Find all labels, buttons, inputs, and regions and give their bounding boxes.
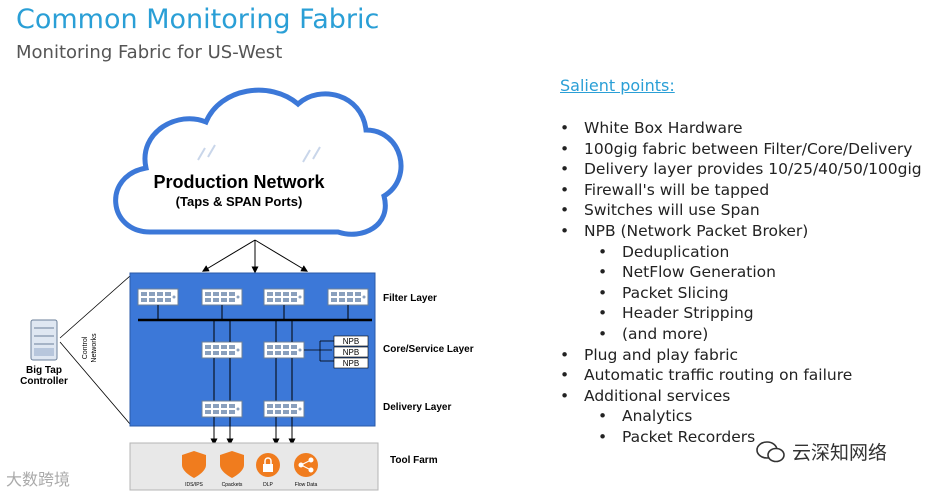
salient-points-heading: Salient points: bbox=[560, 76, 675, 95]
salient-point: Switches will use Span bbox=[560, 200, 922, 221]
share-icon bbox=[298, 457, 314, 473]
page-subtitle: Monitoring Fabric for US-West bbox=[16, 42, 283, 63]
salient-point: 100gig fabric between Filter/Core/Delive… bbox=[560, 139, 922, 160]
salient-subpoint: Analytics bbox=[560, 406, 922, 427]
salient-subpoint: NetFlow Generation bbox=[560, 262, 922, 283]
watermark-right: 云深知网络 bbox=[756, 438, 887, 465]
salient-point: White Box Hardware bbox=[560, 118, 922, 139]
salient-point: Additional services bbox=[560, 386, 922, 407]
controller-label-1: Big Tap bbox=[26, 365, 62, 376]
salient-point: Delivery layer provides 10/25/40/50/100g… bbox=[560, 159, 922, 180]
salient-point: NPB (Network Packet Broker) bbox=[560, 221, 922, 242]
filter-switch bbox=[327, 288, 369, 306]
core-switch bbox=[201, 341, 243, 359]
tool-label: Flow Data bbox=[295, 482, 318, 488]
controller-label-2: Controller bbox=[20, 376, 68, 387]
watermark-right-text: 云深知网络 bbox=[792, 442, 888, 464]
delivery-layer-label: Delivery Layer bbox=[383, 402, 451, 413]
filter-switch bbox=[263, 288, 305, 306]
tool-dlp: DLP bbox=[256, 453, 280, 488]
delivery-switch bbox=[263, 400, 305, 418]
npb-label: NPB bbox=[343, 348, 359, 357]
salient-point: Firewall's will be tapped bbox=[560, 180, 922, 201]
big-tap-controller: Big Tap Controller Control Networks bbox=[20, 275, 131, 425]
tool-farm-label: Tool Farm bbox=[390, 455, 438, 466]
tool-label: Cpackets bbox=[222, 482, 243, 488]
production-network-cloud: Production Network (Taps & SPAN Ports) bbox=[113, 87, 404, 237]
shield-icon bbox=[182, 451, 206, 478]
filter-switch bbox=[137, 288, 179, 306]
tool-farm-block bbox=[129, 442, 379, 491]
salient-subpoint: Deduplication bbox=[560, 242, 922, 263]
wechat-icon bbox=[756, 440, 785, 462]
npb-stack: NPB NPB NPB bbox=[304, 335, 369, 369]
delivery-switch bbox=[201, 400, 243, 418]
salient-subpoint: Header Stripping bbox=[560, 303, 922, 324]
salient-subpoint: (and more) bbox=[560, 324, 922, 345]
server-icon bbox=[30, 319, 58, 361]
delivery-arrows bbox=[210, 417, 296, 446]
core-layer-label: Core/Service Layer bbox=[383, 344, 474, 355]
tool-flow-data: Flow Data bbox=[294, 453, 318, 488]
cloud-subtitle: (Taps & SPAN Ports) bbox=[176, 194, 303, 209]
tool-idsips: IDS/IPS bbox=[182, 451, 206, 488]
npb-label: NPB bbox=[343, 337, 359, 346]
salient-point: Plug and play fabric bbox=[560, 345, 922, 366]
watermark-left: 大数跨境 bbox=[6, 470, 71, 489]
tool-label: DLP bbox=[263, 482, 273, 488]
lock-icon bbox=[263, 457, 273, 472]
cloud-to-fabric-arrows bbox=[201, 239, 309, 274]
tool-label: IDS/IPS bbox=[185, 482, 203, 488]
control-networks-label-1: Control bbox=[82, 336, 89, 359]
salient-subpoint: Packet Slicing bbox=[560, 283, 922, 304]
tool-cpackets: Cpackets bbox=[220, 451, 244, 488]
salient-points-list: White Box Hardware100gig fabric between … bbox=[560, 118, 922, 448]
fabric-links bbox=[213, 320, 293, 401]
filter-switch bbox=[201, 288, 243, 306]
filter-uplinks bbox=[157, 305, 349, 320]
core-switch bbox=[263, 341, 305, 359]
page-title: Common Monitoring Fabric bbox=[16, 4, 380, 35]
salient-subpoint: Packet Recorders bbox=[560, 427, 922, 448]
control-networks-label-2: Networks bbox=[91, 333, 98, 363]
filter-layer-label: Filter Layer bbox=[383, 293, 437, 304]
cloud-title: Production Network bbox=[153, 172, 325, 192]
shield-icon bbox=[220, 451, 244, 478]
npb-label: NPB bbox=[343, 359, 359, 368]
salient-point: Automatic traffic routing on failure bbox=[560, 365, 922, 386]
